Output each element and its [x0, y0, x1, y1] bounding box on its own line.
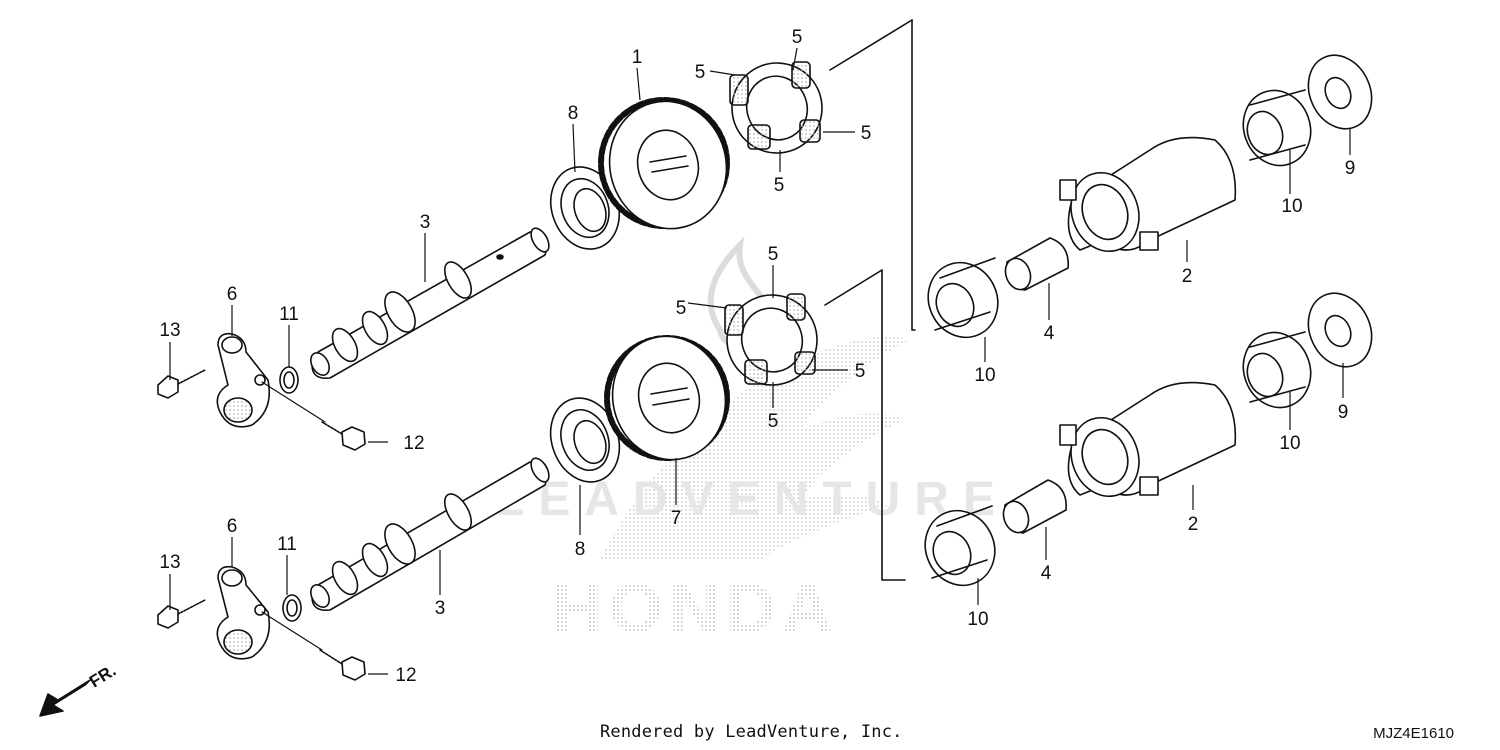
callout-5: 5 — [774, 175, 785, 196]
callout-8-top: 8 — [568, 103, 579, 124]
callout-6-top: 6 — [227, 284, 238, 305]
watermark-brand-text: HONDA — [552, 569, 839, 647]
callout-2-bottom: 2 — [1188, 514, 1199, 535]
needle-bearing-10-bottom-center — [924, 505, 996, 587]
hub-2-bottom — [1059, 381, 1237, 498]
diagram-code: MJZ4E1610 — [1373, 725, 1454, 742]
callout-10: 10 — [974, 365, 995, 386]
washer-11-bottom — [282, 594, 302, 622]
shaft-3-bottom — [310, 457, 550, 612]
callout-13-top: 13 — [159, 320, 180, 341]
callout-5: 5 — [792, 27, 803, 48]
callout-10: 10 — [967, 609, 988, 630]
callout-3-bottom: 3 — [435, 598, 446, 619]
render-credit: Rendered by LeadVenture, Inc. — [600, 722, 903, 742]
watermark-partial-text: LEADVENTURE — [495, 473, 1009, 526]
callout-5: 5 — [695, 62, 706, 83]
callout-5: 5 — [855, 361, 866, 382]
callout-3-top: 3 — [420, 212, 431, 233]
washer-9-top — [1307, 54, 1373, 130]
callout-11-bottom: 11 — [277, 534, 297, 555]
thrust-segments-5-bottom — [724, 269, 906, 581]
callout-2-top: 2 — [1182, 266, 1193, 287]
callout-11-top: 11 — [279, 304, 299, 325]
callout-12-top: 12 — [403, 433, 424, 454]
needle-bearing-10-top-right — [1242, 89, 1312, 167]
callout-8-bottom: 8 — [575, 539, 586, 560]
washer-9-bottom — [1307, 292, 1373, 368]
bolt-12-top — [261, 381, 366, 451]
callout-13-bottom: 13 — [159, 552, 180, 573]
bolt-13-bottom — [157, 599, 206, 629]
shaft-3-top — [310, 227, 550, 380]
callout-7: 7 — [671, 508, 682, 529]
thrust-segments-5-top — [729, 19, 916, 331]
callout-6-bottom: 6 — [227, 516, 238, 537]
callout-12-bottom: 12 — [395, 665, 416, 686]
callout-5: 5 — [768, 411, 779, 432]
callout-1: 1 — [632, 47, 643, 68]
washer-11-top — [279, 366, 299, 394]
callout-9-bottom: 9 — [1338, 402, 1349, 423]
front-direction-arrow-icon — [39, 679, 91, 717]
wing-logo-watermark — [600, 336, 910, 560]
callout-5: 5 — [861, 123, 872, 144]
needle-bearing-10-bottom-right — [1242, 331, 1312, 409]
callout-4-top: 4 — [1044, 323, 1055, 344]
gear-7 — [604, 335, 730, 461]
callout-10: 10 — [1281, 196, 1302, 217]
bushing-4-bottom — [1002, 479, 1067, 534]
gear-1 — [598, 97, 730, 230]
direction-label: FR. — [86, 661, 119, 692]
callout-4-bottom: 4 — [1041, 563, 1052, 584]
bolt-13-top — [157, 369, 206, 399]
bushing-4-top — [1004, 237, 1069, 291]
callout-5: 5 — [768, 244, 779, 265]
callout-10: 10 — [1279, 433, 1300, 454]
collar-8-bottom — [549, 397, 621, 483]
lever-6-bottom — [216, 565, 271, 660]
lever-6-top — [216, 332, 271, 428]
bolt-12-bottom — [261, 611, 366, 681]
hub-2-top — [1059, 136, 1237, 253]
callout-5: 5 — [676, 298, 687, 319]
honda-watermark: LEADVENTURE HONDA — [495, 236, 1009, 647]
collar-8-top — [550, 166, 620, 250]
needle-bearing-10-top-center — [927, 257, 999, 339]
callout-9-top: 9 — [1345, 158, 1356, 179]
leader-lines — [169, 47, 1351, 675]
